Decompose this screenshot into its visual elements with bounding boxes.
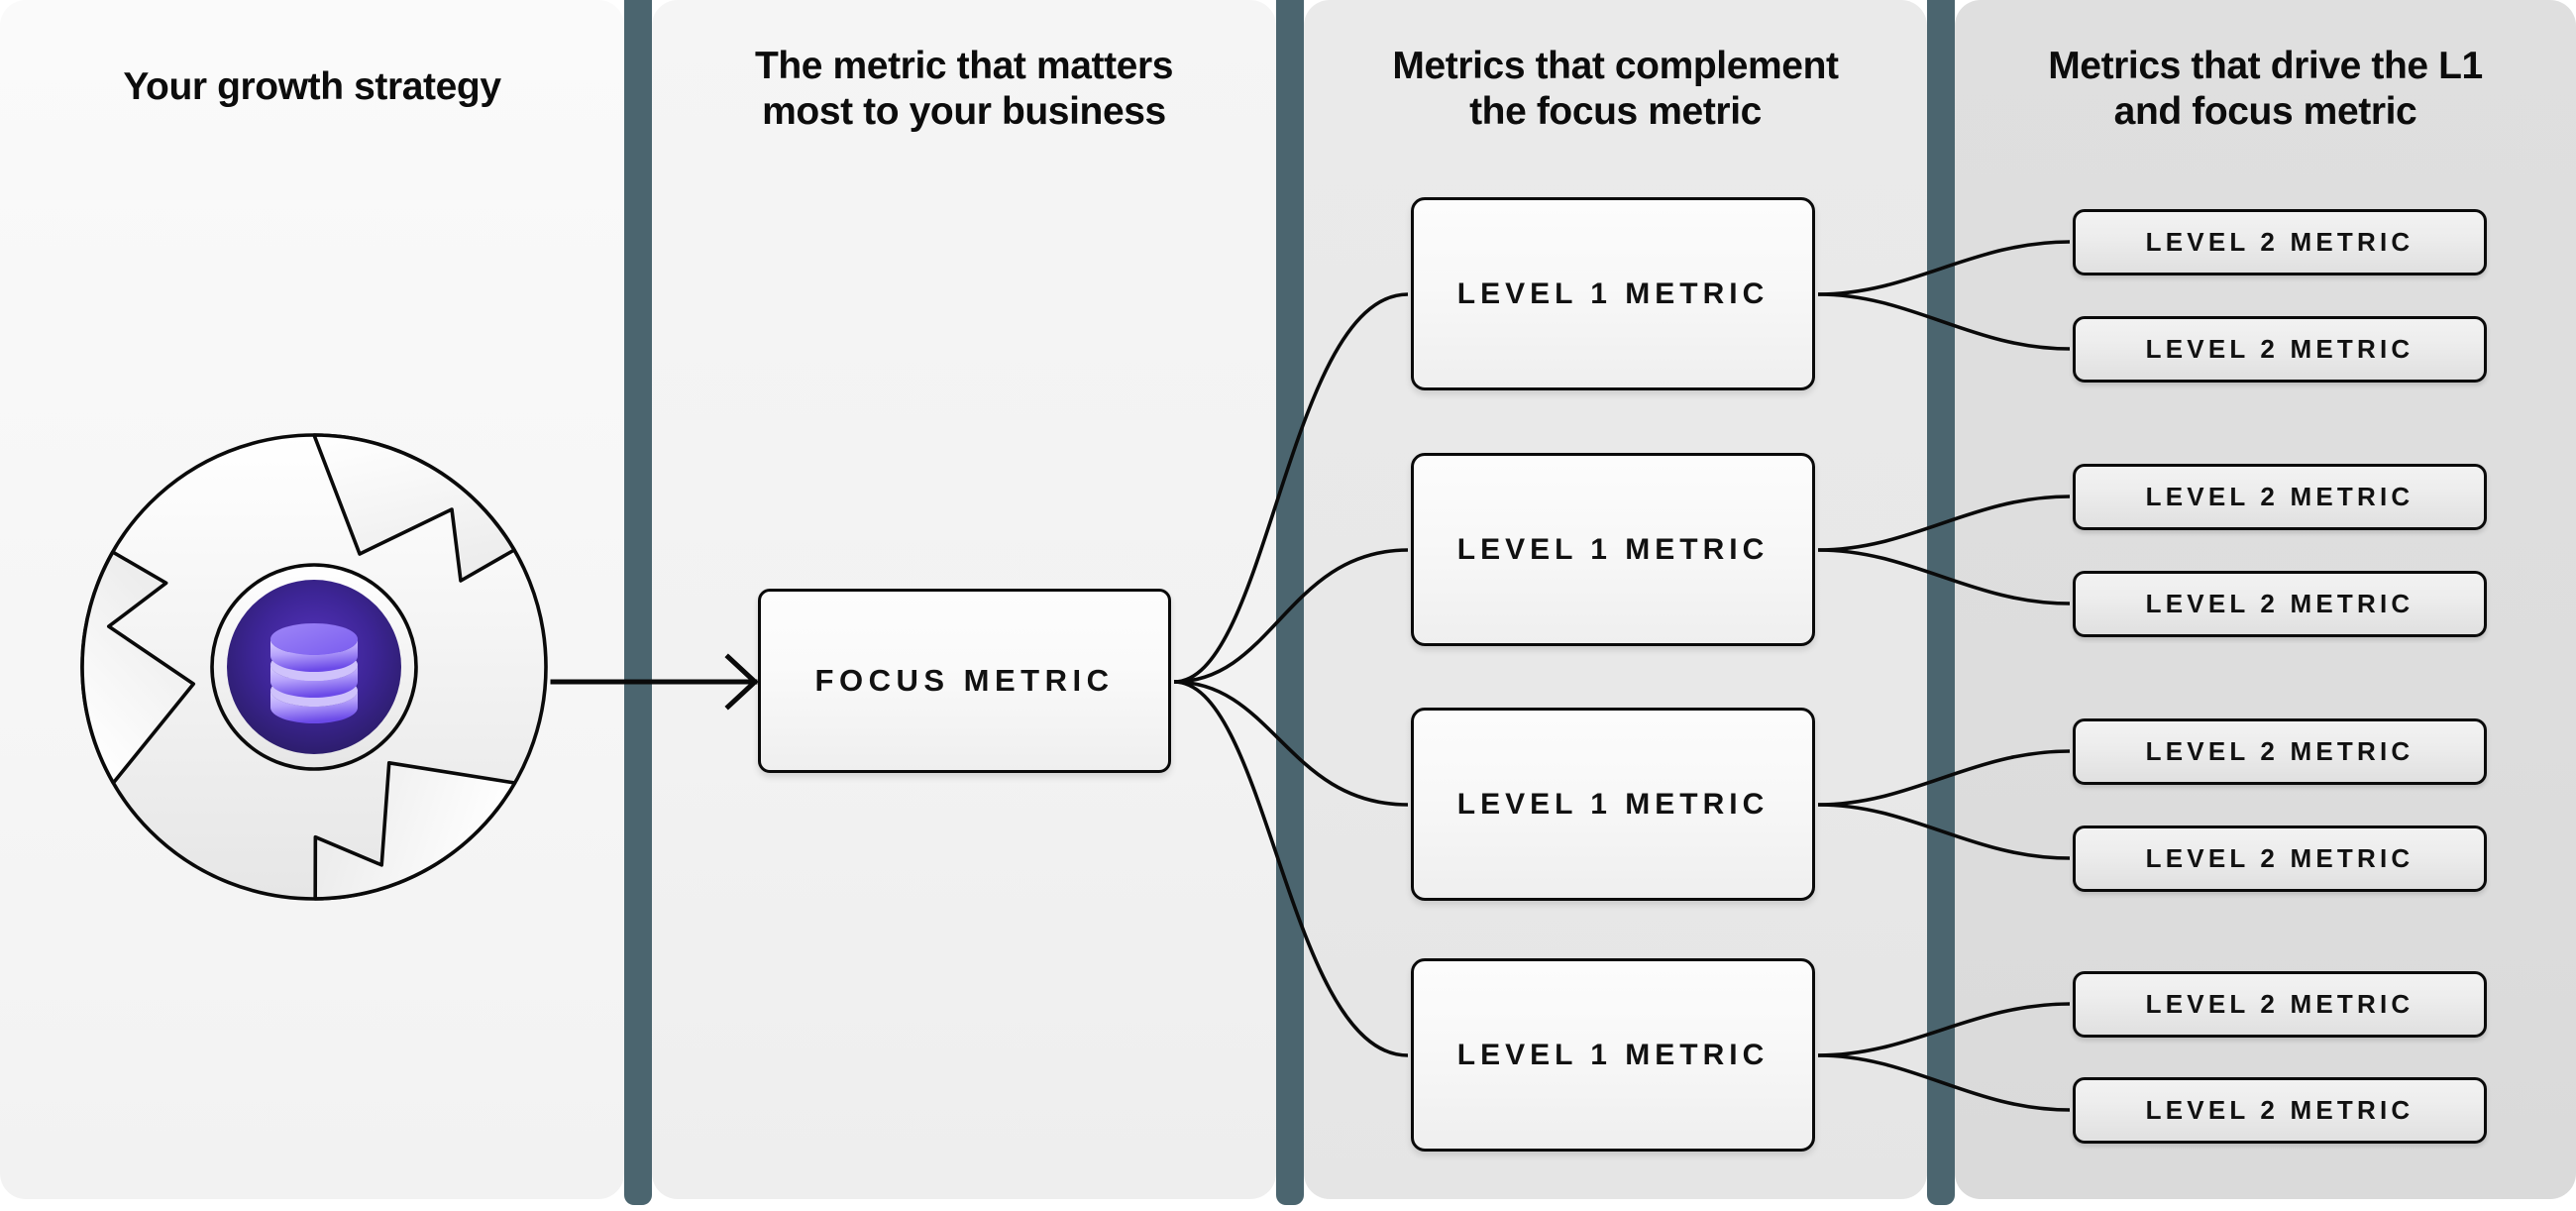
level-2-metric-box-2-1[interactable]: LEVEL 2 METRIC (2073, 464, 2487, 530)
level-2-metric-box-2-2[interactable]: LEVEL 2 METRIC (2073, 571, 2487, 637)
level-2-metric-box-4-1[interactable]: LEVEL 2 METRIC (2073, 971, 2487, 1038)
level-1-metric-box-2[interactable]: LEVEL 1 METRIC (1411, 453, 1815, 646)
aperture-iris-graphic (80, 433, 548, 901)
column-divider-1 (624, 0, 652, 1205)
column-heading-focus-metric: The metric that matters most to your bus… (754, 45, 1174, 134)
column-heading-level-1-metrics: Metrics that complement the focus metric (1392, 45, 1839, 134)
level-2-metric-box-3-2[interactable]: LEVEL 2 METRIC (2073, 826, 2487, 892)
level-2-metric-box-3-1[interactable]: LEVEL 2 METRIC (2073, 718, 2487, 785)
column-heading-level-2-metrics: Metrics that drive the L1 and focus metr… (2048, 45, 2483, 134)
level-1-metric-box-3[interactable]: LEVEL 1 METRIC (1411, 708, 1815, 901)
level-1-metric-box-1[interactable]: LEVEL 1 METRIC (1411, 197, 1815, 390)
level-2-metric-box-1-2[interactable]: LEVEL 2 METRIC (2073, 316, 2487, 383)
focus-metric-box[interactable]: FOCUS METRIC (758, 589, 1171, 773)
database-icon (270, 623, 358, 723)
level-2-metric-box-4-2[interactable]: LEVEL 2 METRIC (2073, 1077, 2487, 1144)
level-1-metric-box-4[interactable]: LEVEL 1 METRIC (1411, 958, 1815, 1152)
column-divider-3 (1927, 0, 1955, 1205)
level-2-metric-box-1-1[interactable]: LEVEL 2 METRIC (2073, 209, 2487, 275)
aperture-blades (80, 433, 517, 901)
column-heading-growth-strategy: Your growth strategy (123, 65, 501, 108)
column-divider-2 (1276, 0, 1304, 1205)
